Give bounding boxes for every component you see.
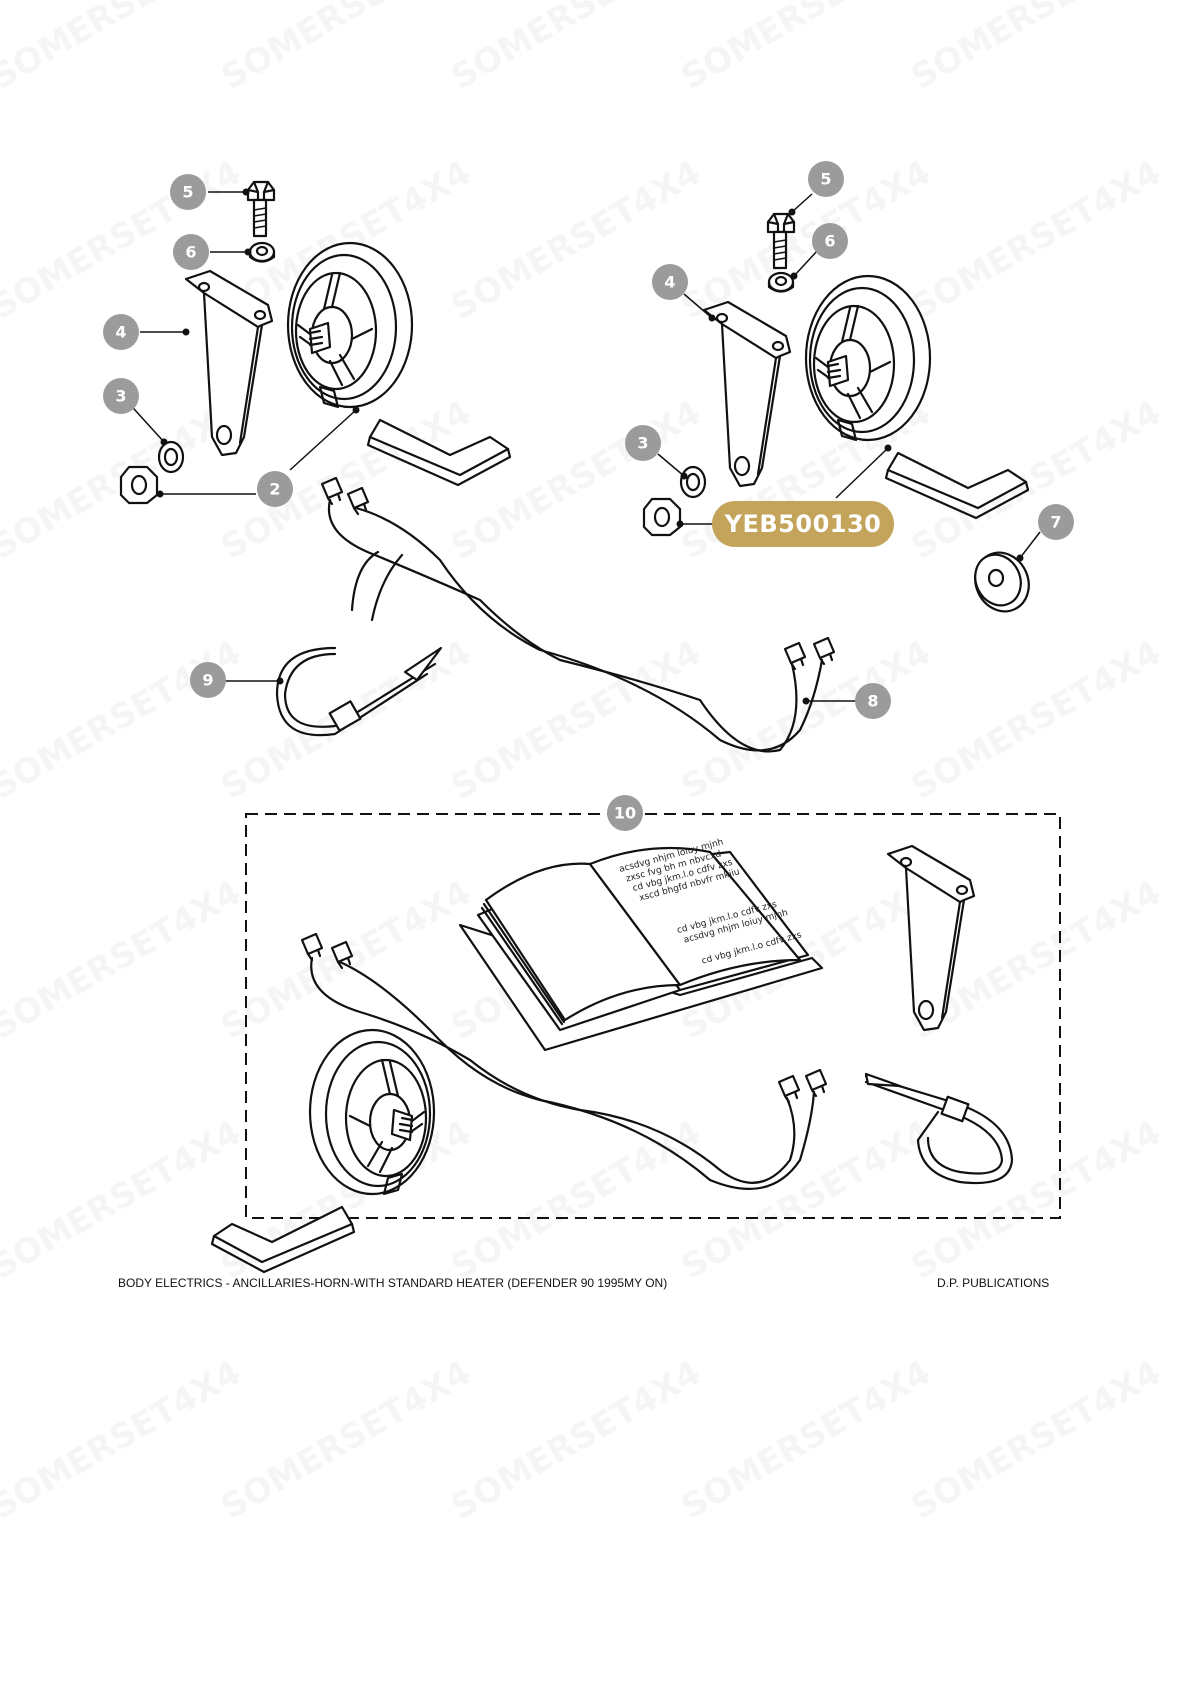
kit-box: acsdvg nhjm loiuy mjnh zxsc fvg bh m nbv… <box>210 813 1061 1274</box>
kit-harness <box>300 932 828 1191</box>
svg-text:SOMERSET4X4: SOMERSET4X4 <box>445 1353 708 1528</box>
svg-text:SOMERSET4X4: SOMERSET4X4 <box>905 0 1168 98</box>
svg-text:4: 4 <box>664 273 675 292</box>
svg-text:SOMERSET4X4: SOMERSET4X4 <box>215 0 478 98</box>
callout-2-left[interactable]: 2 <box>257 471 293 507</box>
callout-3-right[interactable]: 3 <box>625 425 661 461</box>
svg-text:5: 5 <box>820 170 831 189</box>
lock-washer-right <box>767 271 795 293</box>
callout-3-left[interactable]: 3 <box>103 378 139 414</box>
svg-text:SOMERSET4X4: SOMERSET4X4 <box>215 1353 478 1528</box>
instruction-booklet: acsdvg nhjm loiuy mjnh zxsc fvg bh m nbv… <box>458 837 824 1052</box>
watermark: SOMERSET4X4 SOMERSET4X4 SOMERSET4X4 SOME… <box>0 0 1168 1528</box>
part-number-badge[interactable]: YEB500130 <box>712 501 894 547</box>
svg-text:7: 7 <box>1050 513 1061 532</box>
svg-text:SOMERSET4X4: SOMERSET4X4 <box>905 153 1168 328</box>
svg-text:SOMERSET4X4: SOMERSET4X4 <box>0 633 248 808</box>
publisher-label: D.P. PUBLICATIONS <box>937 1276 1050 1290</box>
svg-text:3: 3 <box>115 387 126 406</box>
nut-right <box>642 497 682 537</box>
bracket-right <box>702 300 792 488</box>
flat-washer-left <box>157 440 185 474</box>
callout-6-right[interactable]: 6 <box>812 223 848 259</box>
svg-text:10: 10 <box>614 804 636 823</box>
svg-text:5: 5 <box>182 183 193 202</box>
part-number-text: YEB500130 <box>724 510 882 538</box>
svg-text:SOMERSET4X4: SOMERSET4X4 <box>905 1113 1168 1288</box>
svg-text:SOMERSET4X4: SOMERSET4X4 <box>445 393 708 568</box>
callout-badges: 5 6 4 3 2 5 6 4 3 7 8 9 10 YEB500130 <box>103 161 1074 831</box>
svg-text:SOMERSET4X4: SOMERSET4X4 <box>445 1113 708 1288</box>
callout-8[interactable]: 8 <box>855 683 891 719</box>
left-horn-assembly <box>119 180 512 505</box>
svg-text:6: 6 <box>185 243 196 262</box>
svg-text:4: 4 <box>115 323 126 342</box>
svg-text:SOMERSET4X4: SOMERSET4X4 <box>0 1113 248 1288</box>
flat-washer-right <box>679 465 707 499</box>
diagram-title: BODY ELECTRICS - ANCILLARIES-HORN-WITH S… <box>118 1276 668 1290</box>
svg-text:SOMERSET4X4: SOMERSET4X4 <box>445 153 708 328</box>
svg-text:SOMERSET4X4: SOMERSET4X4 <box>215 873 478 1048</box>
svg-text:SOMERSET4X4: SOMERSET4X4 <box>675 1353 938 1528</box>
wiring-harness <box>320 476 836 753</box>
svg-text:SOMERSET4X4: SOMERSET4X4 <box>905 1353 1168 1528</box>
svg-text:SOMERSET4X4: SOMERSET4X4 <box>445 0 708 98</box>
svg-text:9: 9 <box>202 671 213 690</box>
callout-6-left[interactable]: 6 <box>173 234 209 270</box>
callout-4-left[interactable]: 4 <box>103 314 139 350</box>
svg-text:SOMERSET4X4: SOMERSET4X4 <box>905 633 1168 808</box>
callout-5-right[interactable]: 5 <box>808 161 844 197</box>
svg-text:2: 2 <box>269 480 280 499</box>
bolt-left <box>246 180 276 238</box>
svg-text:3: 3 <box>637 434 648 453</box>
svg-text:SOMERSET4X4: SOMERSET4X4 <box>0 1353 248 1528</box>
callout-10[interactable]: 10 <box>607 795 643 831</box>
svg-text:SOMERSET4X4: SOMERSET4X4 <box>445 633 708 808</box>
grommet <box>974 551 1030 613</box>
svg-text:SOMERSET4X4: SOMERSET4X4 <box>675 0 938 98</box>
callout-9[interactable]: 9 <box>190 662 226 698</box>
svg-text:6: 6 <box>824 232 835 251</box>
svg-text:8: 8 <box>867 692 878 711</box>
svg-text:SOMERSET4X4: SOMERSET4X4 <box>0 873 248 1048</box>
callout-5-left[interactable]: 5 <box>170 174 206 210</box>
callout-7[interactable]: 7 <box>1038 504 1074 540</box>
lock-washer-left <box>248 241 276 263</box>
callout-4-right[interactable]: 4 <box>652 264 688 300</box>
kit-cable-tie <box>864 1072 1014 1185</box>
nut-left <box>119 465 159 505</box>
watermark-text: SOMERSET4X4 <box>0 0 248 98</box>
